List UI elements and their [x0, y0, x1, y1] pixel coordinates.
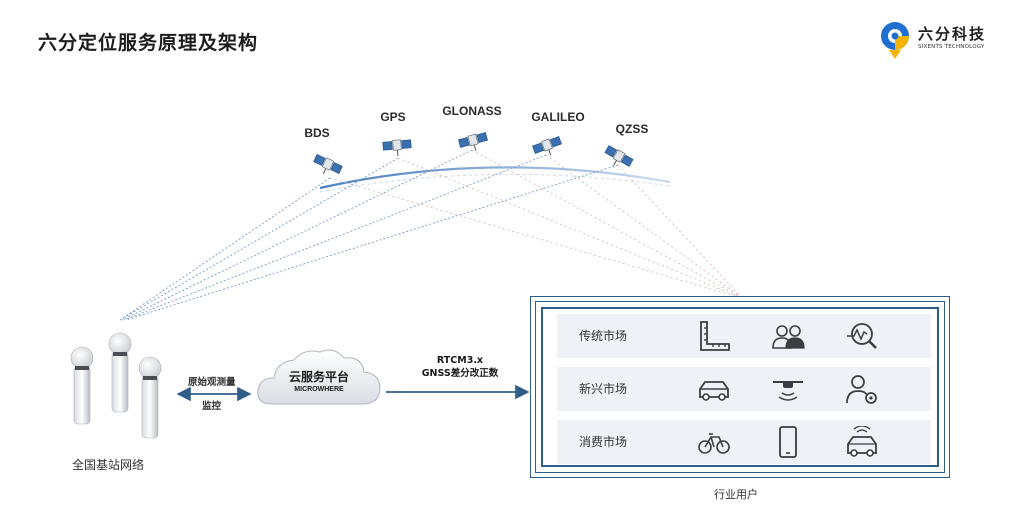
satellite-label-qzss: QZSS [615, 122, 649, 136]
market-row-traditional: 传统市场 [557, 314, 931, 358]
logo-name: 六分科技 [918, 25, 987, 43]
stations-label: 全国基站网络 [72, 458, 145, 472]
rtcm-version-label: RTCM3.x [436, 355, 484, 366]
panel-frame-inner [541, 307, 939, 467]
base-stations-icon [70, 332, 162, 439]
link-monitor-label: 监控 [202, 401, 222, 412]
drone-icon [773, 381, 803, 401]
satellite-icon [458, 132, 488, 151]
market-label: 消费市场 [579, 435, 628, 449]
station-signal-lines [119, 149, 619, 321]
cloud-icon [257, 349, 381, 405]
correction-data-label: RTCM3.x GNSS差分改正数 [400, 354, 520, 380]
market-label: 新兴市场 [579, 382, 628, 396]
cloud-title: 云服务平台 [288, 370, 349, 384]
logo-subtitle: SIXENTS TECHNOLOGY [918, 44, 985, 50]
robot-settings-icon [846, 375, 877, 404]
cloud-subtitle: MICROWHERE [294, 386, 344, 393]
satellite-label-galileo: GALILEO [531, 110, 585, 124]
panel-frame [535, 301, 945, 473]
company-logo: 六分科技 SIXENTS TECHNOLOGY [878, 20, 1008, 60]
ruler-icon [700, 321, 730, 351]
satellite-label-gps: GPS [380, 110, 406, 124]
satellite-label-glonass: GLONASS [442, 104, 502, 118]
bicycle-icon [698, 433, 730, 454]
satellite-icon [313, 154, 343, 175]
satellite-icon [604, 145, 634, 167]
page-title: 六分定位服务原理及架构 [38, 32, 259, 54]
satellite-icon [382, 139, 412, 157]
market-row-emerging: 新兴市场 [557, 367, 931, 411]
phone-icon [779, 426, 797, 458]
market-row-consumer: 消费市场 [557, 420, 931, 464]
satellite-label-bds: BDS [304, 126, 330, 140]
link-observations-label: 原始观测量 [188, 377, 236, 388]
gnss-correction-label: GNSS差分改正数 [421, 368, 499, 379]
industry-users-label: 行业用户 [714, 488, 758, 501]
market-label: 传统市场 [579, 329, 628, 343]
people-icon [772, 325, 805, 349]
orbit-arc [319, 166, 671, 190]
analytics-search-icon [847, 323, 877, 349]
autonomous-car-icon [847, 426, 877, 457]
satellite-icon [532, 136, 562, 156]
car-icon [699, 381, 729, 401]
logo-mark-icon [881, 22, 909, 59]
user-signal-lines [329, 149, 743, 299]
